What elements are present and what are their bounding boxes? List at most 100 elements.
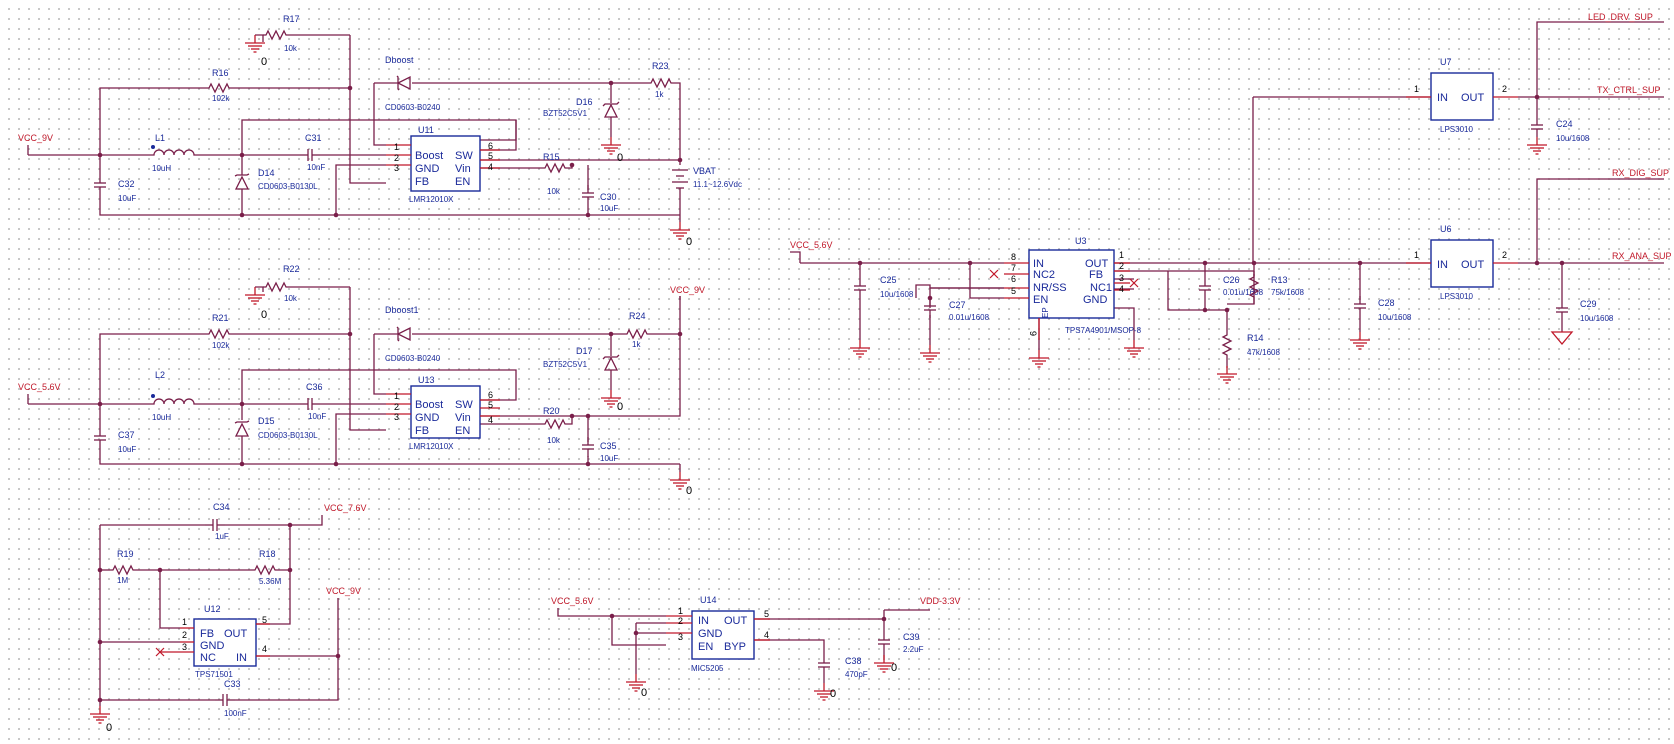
ground-icon xyxy=(919,344,941,363)
part-ref-c37: C37 xyxy=(118,430,135,440)
pin-label: OUT xyxy=(1085,258,1109,270)
diode-icon xyxy=(396,75,411,91)
part-ref-r24: R24 xyxy=(629,311,646,321)
pin-number: 2 xyxy=(1502,84,1507,94)
pin-number: 6 xyxy=(488,390,493,400)
part-value-c29: 10u/1608 xyxy=(1580,314,1614,323)
pin-number: 3 xyxy=(182,642,187,652)
ic-u3[interactable] xyxy=(1028,249,1115,319)
ground-label: 0 xyxy=(641,687,647,699)
capacitor-icon xyxy=(93,427,107,449)
part-ref-d15: D15 xyxy=(258,416,275,426)
ground-label: 0 xyxy=(617,152,623,164)
part-value-r20: 10k xyxy=(547,436,561,445)
net-label-vcc-5v6: VCC_5.6V xyxy=(790,240,833,250)
part-ref-r20: R20 xyxy=(543,406,560,416)
capacitor-icon xyxy=(1198,277,1212,299)
resistor-icon xyxy=(623,329,651,339)
part-value-c36: 10nF xyxy=(308,412,326,421)
pin-label: Vin xyxy=(455,163,471,175)
part-value-c27: 0.01u/1608 xyxy=(949,313,990,322)
pin-label: GND xyxy=(698,628,723,640)
pin-number: 3 xyxy=(394,163,399,173)
boost-circuit-top: VCC_9V R17 10k 0 R16 102k L1 10uH C31 10… xyxy=(18,14,742,248)
resistor-icon xyxy=(647,78,675,88)
part-ref-c31: C31 xyxy=(305,133,322,143)
pin-label: NC2 xyxy=(1033,269,1055,281)
ic-u11[interactable] xyxy=(410,135,481,192)
resistor-icon xyxy=(541,163,569,173)
part-ref-c28: C28 xyxy=(1378,298,1395,308)
pin-label: IN xyxy=(1033,258,1044,270)
net-label-vcc-7v6: VCC_7.6V xyxy=(324,503,367,513)
part-value-d16: BZT52C5V1 xyxy=(543,109,588,118)
net-label-vdd-3v3: VDD-3.3V xyxy=(920,596,961,606)
resistor-icon xyxy=(262,282,290,292)
part-value-c31: 10nF xyxy=(307,163,325,172)
pin-number: 4 xyxy=(1119,284,1124,294)
ground-icon xyxy=(1216,365,1238,384)
capacitor-icon xyxy=(93,174,107,196)
ground-icon xyxy=(1526,136,1548,155)
ground-icon xyxy=(1550,331,1574,346)
zener-icon xyxy=(602,101,620,118)
ground-label: 0 xyxy=(261,309,267,321)
capacitor-icon xyxy=(204,518,226,532)
pin-number: 5 xyxy=(764,609,769,619)
part-ref-u3: U3 xyxy=(1075,236,1087,246)
part-ref-c30: C30 xyxy=(600,192,617,202)
part-value-u11: LMR12010X xyxy=(409,195,454,204)
net-label-vcc-9v: VCC_9V xyxy=(670,285,705,295)
pin-label: FB xyxy=(200,628,214,640)
part-ref-r21: R21 xyxy=(212,313,229,323)
pin-label: FB xyxy=(1089,269,1103,281)
pin-label: FB xyxy=(415,425,429,437)
pin-label: IN xyxy=(698,615,709,627)
net-label-vcc-5v6: VCC_5.6V xyxy=(551,596,594,606)
part-ref-c36: C36 xyxy=(306,382,323,392)
part-value-u14: MIC5205 xyxy=(691,664,724,673)
capacitor-icon xyxy=(1555,299,1569,321)
part-value-r17: 10k xyxy=(284,44,298,53)
pin-label: NC1 xyxy=(1090,282,1112,294)
ic-u14[interactable] xyxy=(691,610,755,660)
pin-label: OUT xyxy=(724,615,748,627)
pin-label: EP xyxy=(1041,307,1050,318)
part-value-c38: 470pF xyxy=(845,670,868,679)
part-value-c24: 10u/1608 xyxy=(1556,134,1590,143)
part-value-u13: LMR12010X xyxy=(409,442,454,451)
pin-label: BYP xyxy=(724,641,746,653)
pin-label: Vin xyxy=(455,412,471,424)
ldo-circuit-u12: VCC_7.6V VCC_9V C34 1uF R19 1M R18 5.36M… xyxy=(89,502,367,734)
pin-label: NR/SS xyxy=(1033,282,1067,294)
part-value-r18: 5.36M xyxy=(259,577,282,586)
net-label-rx-ana-sup: RX_ANA_SUP xyxy=(1612,251,1672,261)
pin-label: OUT xyxy=(1461,259,1485,271)
ground-icon xyxy=(1349,331,1371,350)
pin-number: 2 xyxy=(394,402,399,412)
ground-icon xyxy=(89,705,111,724)
ic-u6[interactable] xyxy=(1430,239,1494,288)
ic-u13[interactable] xyxy=(410,385,481,439)
pin-number: 2 xyxy=(1119,261,1124,271)
pin-label: EN xyxy=(455,176,470,188)
ground-icon xyxy=(1123,339,1145,358)
pin-number: 4 xyxy=(764,630,769,640)
capacitor-icon xyxy=(817,654,831,676)
part-ref-r19: R19 xyxy=(117,549,134,559)
part-value-u6: LPS3010 xyxy=(1440,292,1473,301)
ic-u7[interactable] xyxy=(1430,72,1494,121)
ground-icon xyxy=(244,286,266,305)
capacitor-icon xyxy=(299,397,321,411)
pin-label: EN xyxy=(698,641,713,653)
no-connect-icon xyxy=(989,269,999,279)
ground-icon xyxy=(849,339,871,358)
part-value-r14: 47k/1608 xyxy=(1247,348,1280,357)
resistor-icon xyxy=(262,30,290,40)
pin-number: 5 xyxy=(262,615,267,625)
pin-number: 1 xyxy=(678,606,683,616)
pin-number: 5 xyxy=(1011,286,1016,296)
pin-label: IN xyxy=(236,652,247,664)
part-ref-r23: R23 xyxy=(652,61,669,71)
part-value-r16: 102k xyxy=(212,94,230,103)
